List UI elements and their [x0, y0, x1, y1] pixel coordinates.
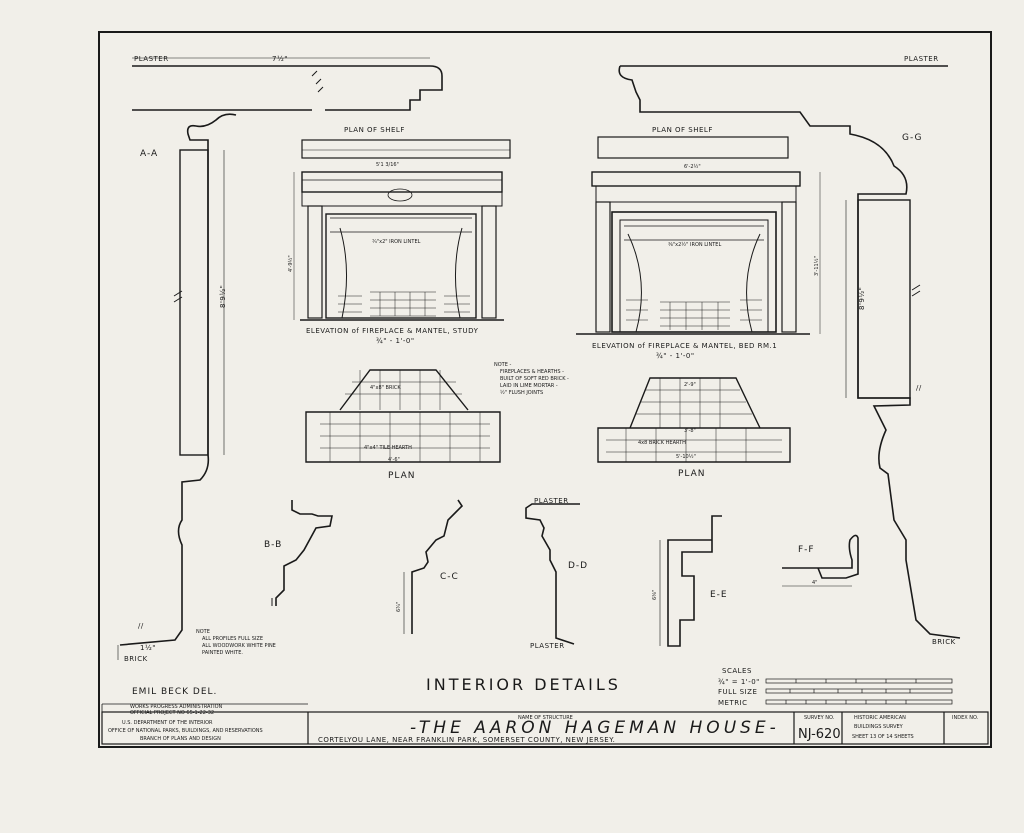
note-pr-line-4: PAINTED WHITE. [202, 650, 243, 656]
section-dd: PLASTER PLASTER D-D [525, 497, 588, 650]
label-cc: C-C [440, 572, 459, 582]
structure-name: -THE AARON HAGEMAN HOUSE- [410, 718, 780, 738]
section-gg: 8'9½" PLASTER G-G BRICK // [618, 55, 961, 646]
ee-dim: 6⅜" [652, 590, 658, 600]
scales-label: SCALES [722, 667, 752, 675]
section-cc: 6¾" C-C [396, 499, 464, 634]
bed-elevation-title: ELEVATION of FIREPLACE & MANTEL, BED RM.… [592, 342, 777, 350]
study-hearth-plan: 4"x8" BRICK 4"x4" TILE HEARTH 4'-6" PLAN [305, 369, 501, 481]
label-gg: G-G [902, 133, 923, 143]
bed-plan-dim-top: 2'-9" [684, 382, 696, 388]
note-profiles: NOTE ALL PROFILES FULL SIZE ALL WOODWORK… [196, 629, 276, 656]
note-fp-line-5: ½" FLUSH JOINTS [500, 389, 543, 396]
aa-cornice [186, 113, 237, 150]
survey-label: SURVEY NO. [804, 715, 835, 721]
ff-dim: 4" [812, 580, 817, 586]
bed-plan-hearth: 4x8 BRICK HEARTH [638, 440, 686, 446]
study-dim-height: 4'-9½" [287, 255, 294, 272]
habs-line-2: BUILDINGS SURVEY [854, 724, 904, 730]
scale-row-1: ¾" = 1'-0" [718, 678, 760, 686]
plaster-label-right: PLASTER [904, 55, 939, 63]
delineator: EMIL BECK DEL. [132, 687, 217, 697]
dd-plaster-top: PLASTER [534, 497, 569, 505]
study-elevation-scale: ¾" - 1'-0" [376, 337, 415, 345]
dd-plaster-bottom: PLASTER [530, 642, 565, 650]
sheet-number: SHEET 13 OF 14 SHEETS [852, 734, 914, 740]
label-aa: A-A [140, 149, 158, 159]
scale-row-3: METRIC [718, 699, 748, 707]
section-ff: 4" F-F [782, 534, 859, 587]
habs-line-1: HISTORIC AMERICAN [854, 715, 906, 721]
gg-stile [857, 199, 911, 399]
study-elevation-title: ELEVATION of FIREPLACE & MANTEL, STUDY [306, 327, 479, 335]
note-fireplaces: NOTE - FIREPLACES & HEARTHS - BUILT OF S… [494, 362, 569, 396]
note-fp-line-3: BUILT OF SOFT RED BRICK - [500, 376, 569, 382]
study-plan-tile: 4"x4" TILE HEARTH [364, 445, 412, 451]
bedroom-fireplace-elevation: PLAN OF SHELF 6'-2½" ⅜"x2½" IRON LINTEL … [576, 126, 821, 360]
main-title: INTERIOR DETAILS [426, 675, 621, 694]
aa-dim-8-9half: 8'9½" [219, 285, 227, 308]
name-of-structure-label: NAME OF STRUCTURE [518, 715, 573, 721]
study-fireplace-elevation: PLAN OF SHELF 5'1 3/16" ¾"x2" IRON LINTE… [287, 126, 511, 345]
study-plan-label: PLAN [388, 471, 416, 481]
label-ee: E-E [710, 590, 728, 600]
gg-break-mark: // [916, 384, 922, 392]
label-ff: F-F [798, 545, 815, 555]
aa-stile [179, 149, 209, 456]
label-dd: D-D [568, 561, 588, 571]
bed-plan-of-shelf: PLAN OF SHELF [652, 126, 713, 134]
note-fp-line-1: NOTE - [494, 362, 511, 368]
dept-line-3: BRANCH OF PLANS AND DESIGN [140, 736, 221, 742]
structure-location: CORTELYOU LANE, NEAR FRANKLIN PARK, SOME… [318, 736, 615, 744]
gg-dim-8-9half: 8'9½" [858, 287, 866, 310]
scales-block: SCALES ¾" = 1'-0" FULL SIZE METRIC [718, 667, 953, 707]
title-block: WORKS PROGRESS ADMINISTRATION OFFICIAL P… [101, 703, 989, 745]
brick-label-left: BRICK [124, 655, 148, 663]
bedroom-hearth-plan: 2'-9" 3'-8" 4x8 BRICK HEARTH 5'-10½" PLA… [597, 377, 791, 479]
cc-dim: 6¾" [396, 602, 402, 612]
survey-number: NJ-620 [798, 727, 841, 742]
index-label: INDEX NO. [952, 715, 979, 721]
study-plan-brick: 4"x8" BRICK [370, 385, 401, 391]
bed-plan-label: PLAN [678, 469, 706, 479]
label-bb: B-B [264, 540, 282, 550]
note-pr-line-1: NOTE [196, 629, 210, 635]
section-ee: 6⅜" E-E [652, 515, 728, 647]
section-bb: B-B [264, 500, 333, 606]
note-fp-line-2: FIREPLACES & HEARTHS - [500, 369, 564, 375]
brick-label-right: BRICK [932, 638, 956, 646]
note-fp-line-4: LAID IN LIME MORTAR - [500, 383, 558, 389]
bed-elevation-scale: ¾" - 1'-0" [656, 352, 695, 360]
note-pr-line-2: ALL PROFILES FULL SIZE [202, 636, 263, 642]
bed-plan-dim-mid: 3'-8" [684, 428, 696, 434]
dim-1-half: 1½" [140, 644, 156, 652]
scale-row-2: FULL SIZE [718, 688, 757, 696]
section-aa-top-profile [132, 65, 443, 111]
dim-7-half: 7½" [272, 55, 288, 63]
study-dim-shelf: 5'1 3/16" [376, 162, 399, 168]
plaster-label-left: PLASTER [134, 55, 169, 63]
dept-line-2: OFFICE OF NATIONAL PARKS, BUILDINGS, AND… [108, 728, 263, 734]
bed-plan-dim: 5'-10½" [676, 453, 696, 460]
dept-line-1: U.S. DEPARTMENT OF THE INTERIOR [122, 720, 213, 726]
study-plan-of-shelf: PLAN OF SHELF [344, 126, 405, 134]
bed-lintel: ⅜"x2½" IRON LINTEL [668, 241, 721, 248]
sheet-border [98, 31, 992, 748]
wpa-line-2: OFFICIAL PROJECT NO 65-1-22-32 [130, 710, 214, 716]
section-aa: PLASTER 7½" A-A 8'9½" // 1½" BRICK [117, 55, 443, 663]
aa-break-mark: // [138, 622, 144, 630]
wpa-line-1: WORKS PROGRESS ADMINISTRATION [130, 704, 223, 710]
bed-dim-height: 3'-11½" [813, 256, 820, 276]
note-pr-line-3: ALL WOODWORK WHITE PINE [202, 643, 276, 649]
bed-dim-shelf: 6'-2½" [684, 163, 701, 170]
study-lintel: ¾"x2" IRON LINTEL [372, 239, 421, 245]
study-plan-dim: 4'-6" [388, 457, 400, 463]
